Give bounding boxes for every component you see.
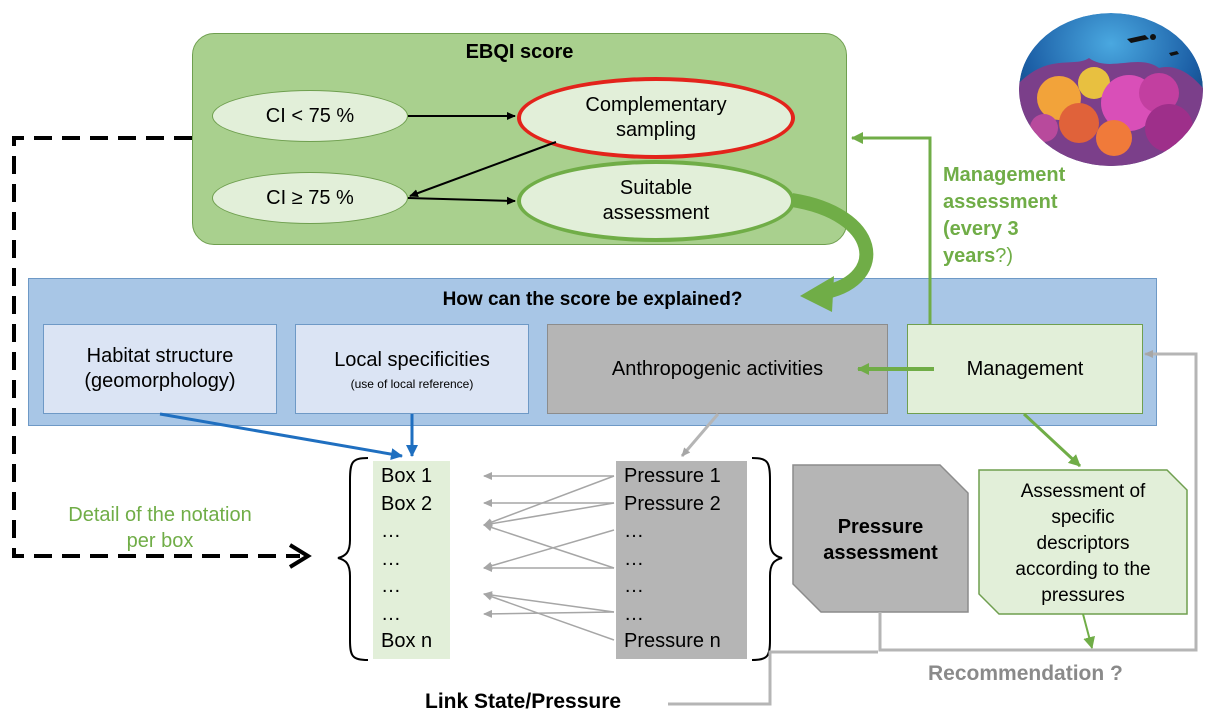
pressure-item: …	[624, 547, 644, 570]
anthropogenic-activities-box: Anthropogenic activities	[547, 324, 888, 414]
link-arrow	[483, 529, 615, 570]
local-specificities-line1: Local specificities	[334, 348, 490, 371]
pressure-assessment-line1: Pressure	[837, 516, 924, 538]
pressure-item: …	[624, 575, 644, 597]
box-item: Box 2	[381, 492, 433, 515]
specific-assessment-shape	[978, 469, 1188, 615]
link-arrow	[483, 523, 615, 569]
pressure-item: Pressure 2	[624, 492, 721, 515]
pressure-item: Pressure n	[624, 630, 721, 652]
dashed-feedback-line	[12, 136, 300, 558]
local-specificities-line2: (use of local reference)	[350, 376, 474, 391]
coral-reef-photo	[1019, 13, 1203, 166]
box-item: …	[381, 520, 401, 542]
pressure-assessment-line2: assessment	[823, 542, 938, 564]
box-item: …	[381, 575, 401, 597]
box-list-bracket	[337, 457, 369, 661]
pressure-item: Pressure 1	[624, 465, 721, 487]
specific-to-recommendation-arrow	[1082, 613, 1095, 649]
habitat-structure-line1: Habitat structure	[86, 345, 234, 367]
complementary-sampling-node: Complementary sampling	[517, 77, 795, 159]
complementary-sampling-line2: sampling	[615, 119, 697, 141]
ci-low-node: CI < 75 %	[212, 90, 408, 142]
ci-high-node: CI ≥ 75 %	[212, 172, 408, 224]
score-explanation-title: How can the score be explained?	[442, 289, 743, 310]
pressure-list: Pressure 1 Pressure 2 … … … … Pressure n	[616, 461, 747, 659]
specific-assessment-line4: according to the	[1015, 559, 1151, 580]
management-assessment-line3: (every 3	[943, 218, 1019, 240]
specific-assessment-line5: pressures	[1041, 585, 1125, 606]
management-box: Management	[907, 324, 1143, 414]
pressure-assessment-shape	[792, 464, 969, 613]
pressure-assessment-text: Pressure assessment	[793, 500, 968, 580]
management-assessment-question: ?)	[995, 245, 1014, 267]
recommendation-loop-line	[878, 350, 1198, 652]
link-state-pressure-connector	[668, 650, 878, 706]
box-item: Box 1	[381, 465, 433, 487]
management-label: Management	[966, 357, 1084, 380]
detail-notation-line1: Detail of the notation	[68, 504, 252, 526]
link-arrow	[483, 609, 615, 618]
ci-low-label: CI < 75 %	[265, 104, 355, 127]
specific-assessment-line1: Assessment of	[1020, 481, 1146, 502]
detail-notation-line2: per box	[126, 530, 194, 552]
link-arrow	[483, 592, 615, 641]
link-state-pressure-label: Link State/Pressure	[425, 690, 622, 713]
suitable-assessment-node: Suitable assessment	[517, 160, 795, 242]
suitable-assessment-line1: Suitable	[619, 177, 693, 199]
link-arrow	[483, 475, 615, 526]
box-item: …	[381, 602, 401, 625]
detail-notation-text: Detail of the notation per box	[40, 500, 280, 556]
anthropogenic-to-pressures-arrow	[680, 413, 720, 457]
habitat-structure-line2: (geomorphology)	[84, 370, 236, 392]
suitable-assessment-line2: assessment	[602, 202, 710, 224]
suitable-to-explanation-curved-arrow	[790, 193, 874, 299]
local-specificities-box: Local specificities (use of local refere…	[295, 324, 529, 414]
management-feedback-arrow	[851, 132, 932, 324]
pressure-item: …	[624, 602, 644, 625]
habitat-structure-box: Habitat structure (geomorphology)	[43, 324, 277, 414]
complementary-sampling-line1: Complementary	[585, 94, 727, 116]
specific-assessment-text: Assessment of specific descriptors accor…	[979, 474, 1187, 614]
box-item: …	[381, 547, 401, 570]
management-assessment-years: years	[943, 245, 996, 267]
anthropogenic-activities-label: Anthropogenic activities	[611, 357, 824, 380]
box-item: Box n	[381, 630, 433, 652]
management-assessment-line1: Management	[943, 164, 1066, 186]
curved-arrow-head	[800, 276, 834, 312]
recommendation-label: Recommendation ?	[928, 662, 1123, 685]
dashed-feedback-arrowhead	[288, 543, 312, 569]
pressure-list-bracket	[751, 457, 783, 661]
box-list: Box 1 Box 2 … … … … Box n	[373, 461, 450, 659]
specific-assessment-line3: descriptors	[1036, 533, 1130, 554]
management-assessment-text: Management assessment (every 3 years?)	[943, 162, 1113, 270]
management-to-specific-arrow	[1022, 412, 1082, 468]
ebqi-score-title: EBQI score	[465, 40, 574, 63]
link-arrow	[483, 591, 615, 613]
management-assessment-line2: assessment	[943, 191, 1058, 213]
ci-high-to-suitable-arrow	[407, 196, 516, 205]
complementary-to-ci-high-arrow	[409, 141, 557, 197]
specific-assessment-line2: specific	[1051, 507, 1115, 528]
ci-high-label: CI ≥ 75 %	[266, 186, 354, 209]
pressure-item: …	[624, 520, 644, 542]
link-arrow	[483, 502, 615, 528]
habitat-to-boxes-arrow	[159, 412, 403, 461]
